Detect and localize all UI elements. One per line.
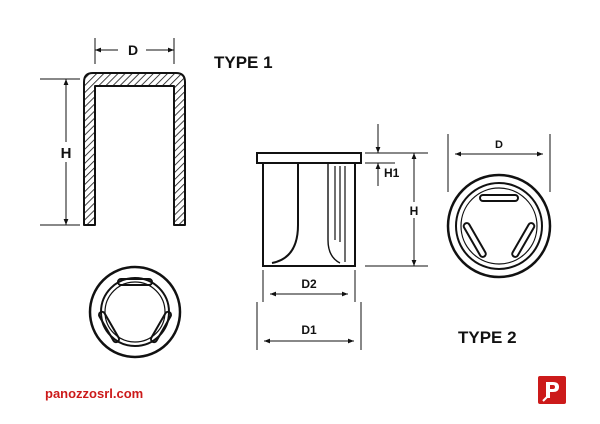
type2-title: TYPE 2 bbox=[458, 328, 517, 347]
type1-h-label: H bbox=[61, 145, 72, 162]
type2-d-label: D bbox=[495, 139, 503, 151]
website-link[interactable]: panozzosrl.com bbox=[45, 386, 144, 401]
type2-dimension-d2 bbox=[262, 270, 356, 302]
type2-dimension-d bbox=[447, 134, 551, 192]
type2-flange bbox=[256, 152, 362, 164]
type1-slot-left bbox=[98, 310, 121, 344]
panozzo-p-logo-icon bbox=[538, 376, 566, 404]
type2-dimension-h1 bbox=[365, 124, 395, 186]
type1-title: TYPE 1 bbox=[214, 53, 273, 72]
type2-d2-label: D2 bbox=[301, 277, 317, 291]
type1-slot-top bbox=[117, 278, 153, 286]
type1-dimension-h bbox=[40, 78, 80, 226]
type2-dimension-d1 bbox=[256, 302, 362, 350]
type2-h-label: H bbox=[410, 204, 419, 218]
type1-dimension-d bbox=[94, 38, 175, 64]
type2-dimension-h bbox=[365, 152, 428, 267]
type2-end-view bbox=[446, 173, 552, 279]
type1-cap-profile bbox=[83, 72, 186, 226]
type1-section-view bbox=[83, 72, 186, 226]
type2-slot-right bbox=[511, 222, 536, 258]
type2-slot-top bbox=[479, 194, 519, 202]
type2-slot-curve bbox=[327, 163, 341, 264]
type2-slot-left bbox=[462, 222, 487, 258]
type2-side-view bbox=[256, 152, 362, 267]
type1-end-view bbox=[88, 265, 182, 359]
type2-inner-wall-curve bbox=[271, 163, 299, 264]
type1-slot-right bbox=[149, 310, 172, 344]
type2-d1-label: D1 bbox=[301, 323, 317, 337]
type2-body bbox=[262, 162, 356, 267]
type2-h1-label: H1 bbox=[384, 166, 400, 180]
type1-d-label: D bbox=[128, 42, 138, 58]
